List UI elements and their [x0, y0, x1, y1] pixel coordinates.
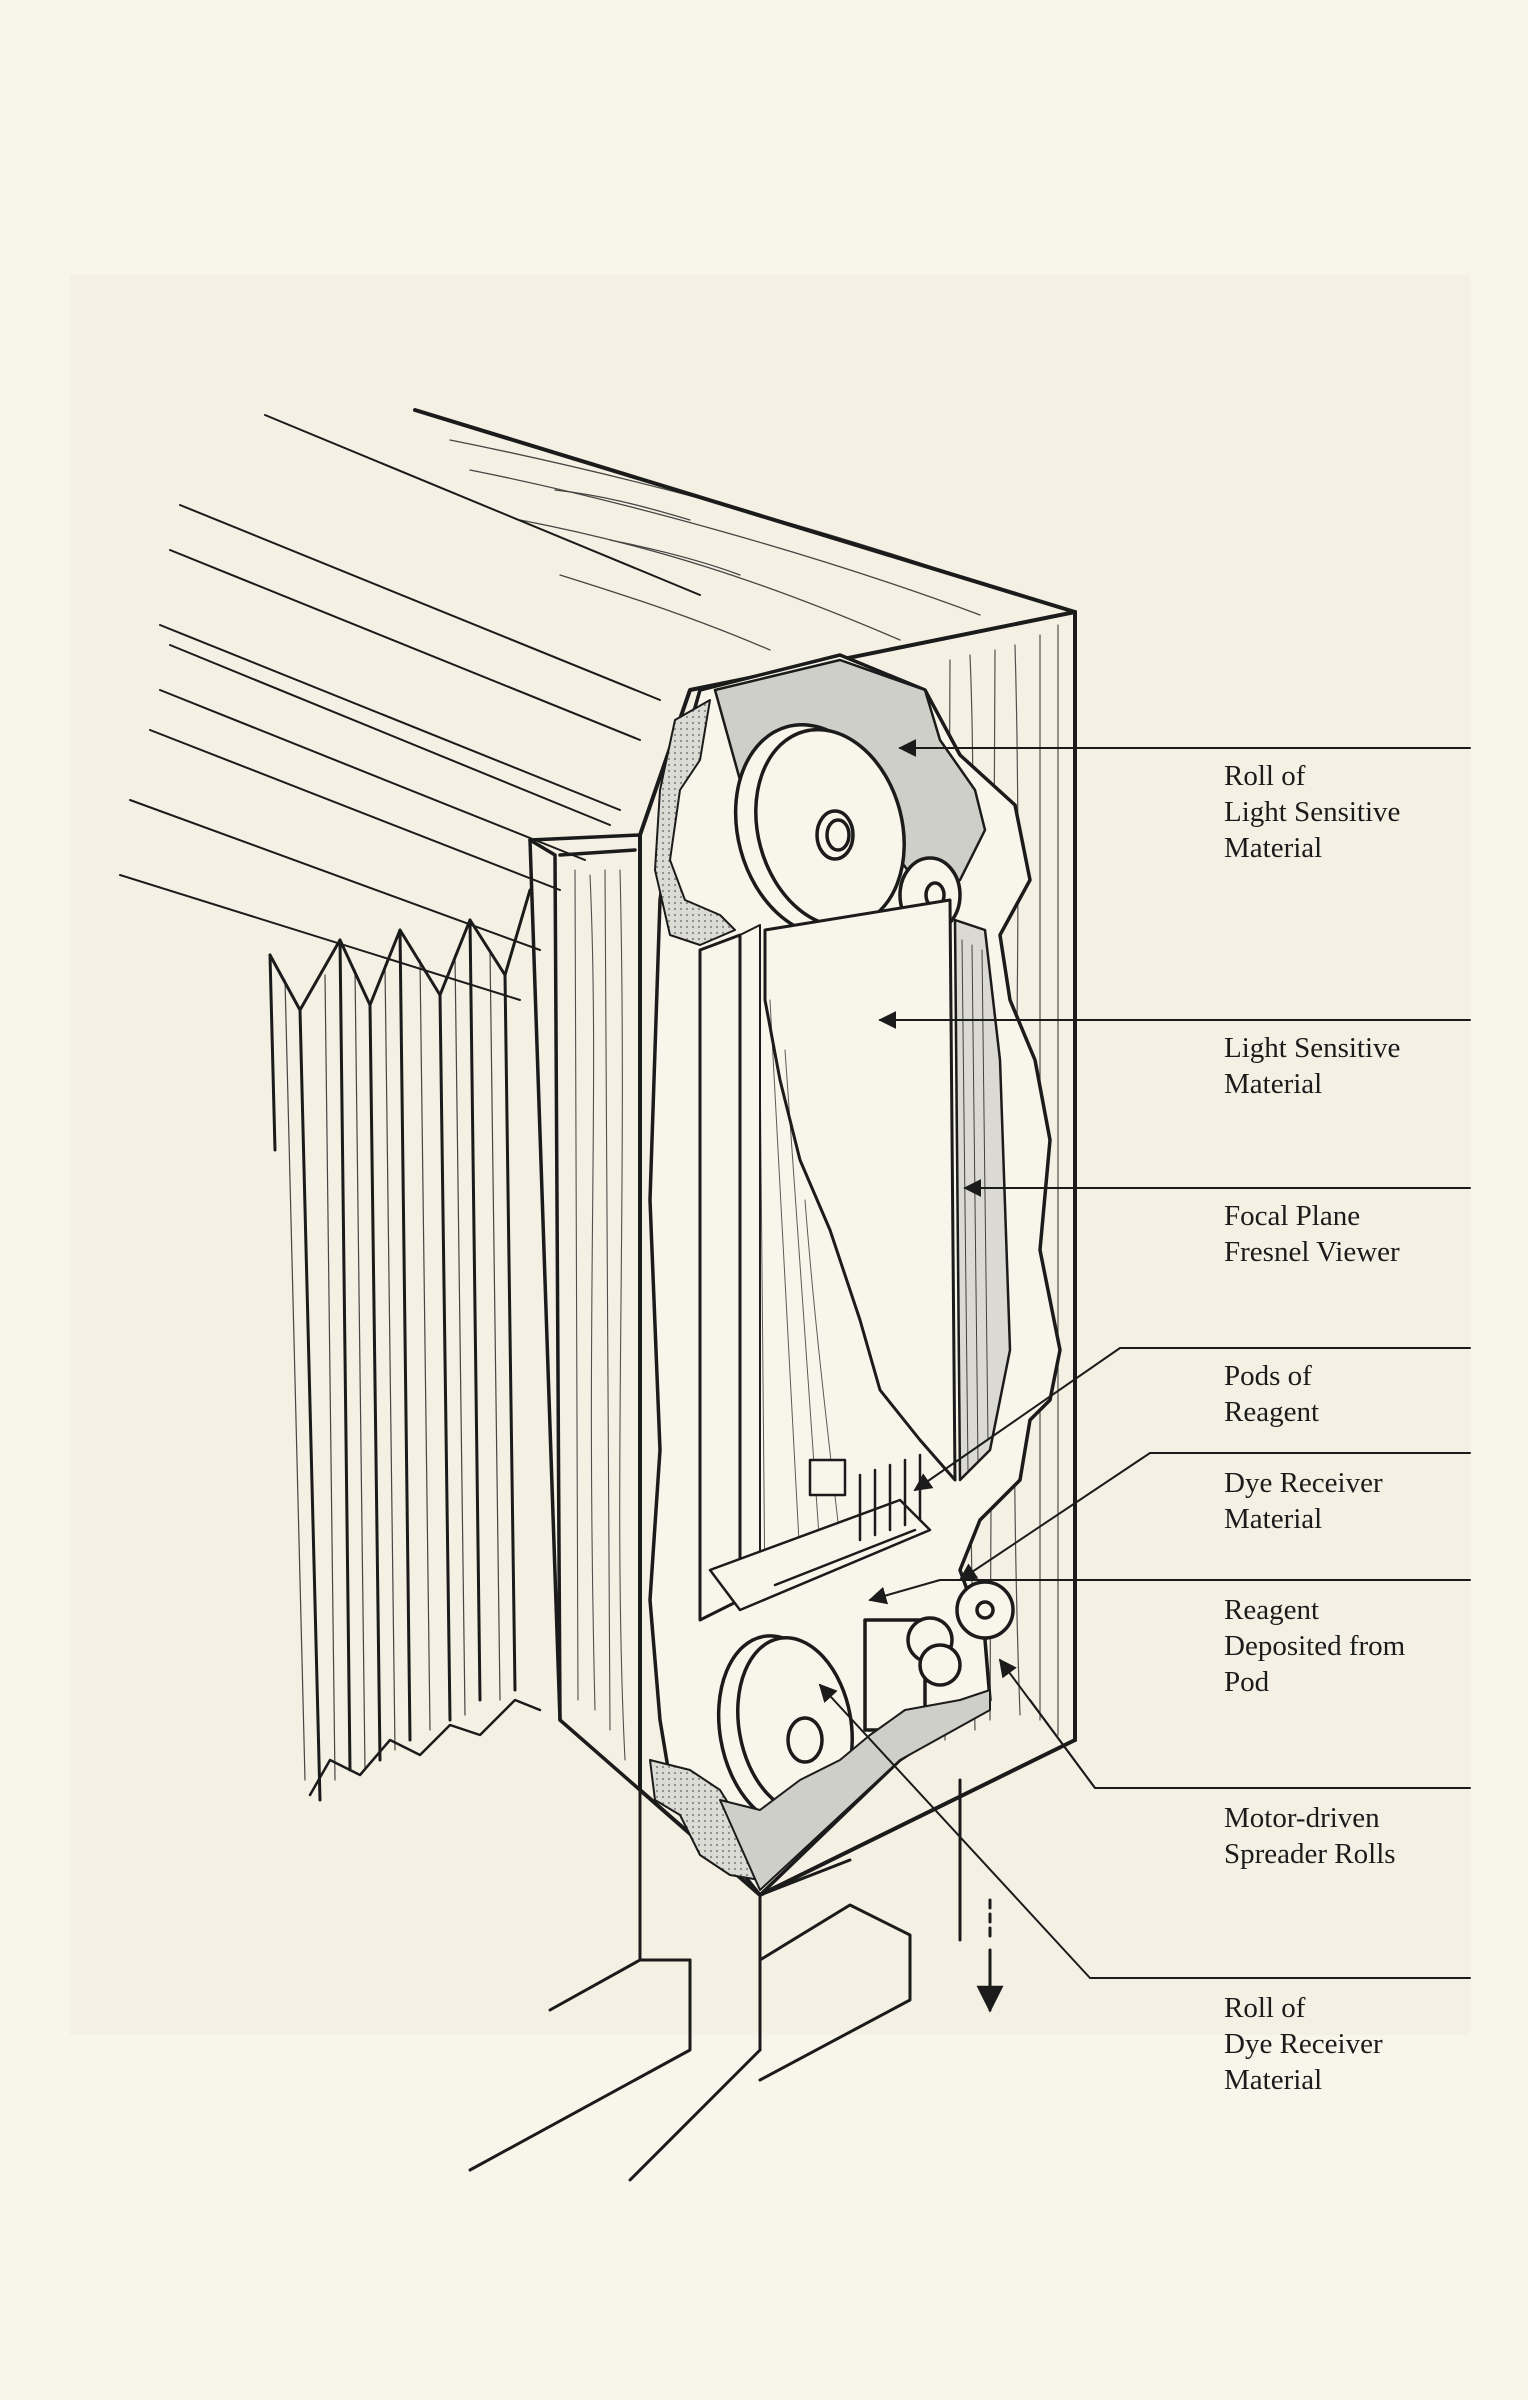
label-roll-dye-receiver: Roll of Dye Receiver Material — [1224, 1992, 1383, 2096]
seal-strip-top — [654, 699, 736, 946]
front-standard — [528, 833, 642, 1792]
label-light-sensitive-material: Light Sensitive Material — [1224, 1032, 1401, 1100]
lower-chamber-shade — [719, 1689, 991, 1891]
seal-strip-bottom — [649, 1759, 761, 1881]
bellows-bottom-edge — [308, 1698, 542, 1797]
fresnel-viewer — [953, 918, 1012, 1482]
front-standard-grain — [574, 869, 626, 1761]
bellows-pleats — [268, 888, 532, 1802]
film-exit-arrow — [958, 1778, 1004, 2013]
fresnel-viewer-lines — [961, 939, 989, 1471]
back-outer-frame — [638, 610, 1077, 1897]
leader-lines — [818, 739, 1471, 1979]
pressure-plate-edge — [739, 924, 761, 1596]
label-dye-receiver-material: Dye Receiver Material — [1224, 1467, 1383, 1535]
label-fresnel-viewer: Focal Plane Fresnel Viewer — [1224, 1200, 1400, 1268]
label-reagent-deposited: Reagent Deposited from Pod — [1224, 1594, 1406, 1698]
top-board-grain — [449, 439, 1001, 651]
bellows-fine-lines — [284, 949, 501, 1781]
spreader-rolls — [863, 1580, 1015, 1732]
label-roll-light-sensitive: Roll of Light Sensitive Material — [1224, 760, 1401, 864]
light-sensitive-sheet — [763, 898, 957, 1482]
bellows-top-lines — [119, 414, 701, 1001]
label-spreader-rolls: Motor-driven Spreader Rolls — [1224, 1802, 1396, 1870]
camera-base — [468, 1788, 912, 2182]
label-pods-of-reagent: Pods of Reagent — [1224, 1360, 1320, 1428]
